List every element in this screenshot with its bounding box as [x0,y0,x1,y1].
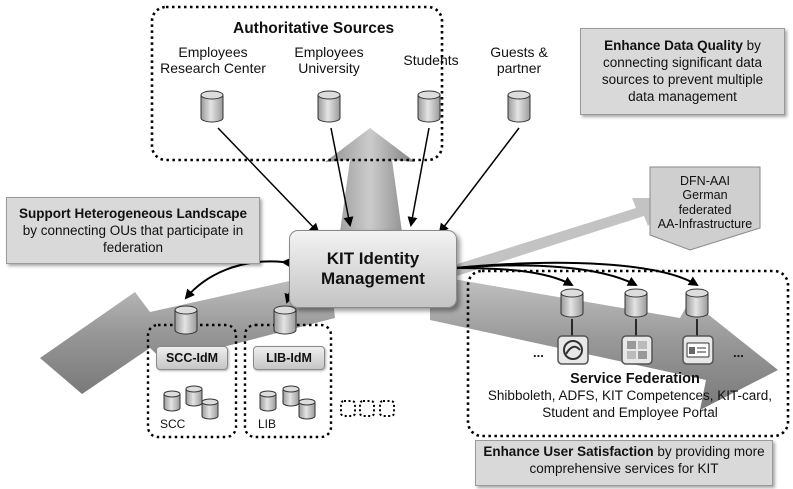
source-db-icon-2 [317,90,341,123]
lib-small-db-3 [298,398,316,420]
source-db-icon-4 [507,90,531,123]
dfn-flow-arrow [432,198,672,282]
kit-card-icon [682,335,714,365]
scc-small-db-2 [185,385,203,407]
source-arrow-3 [407,127,430,227]
service-db-icon-3 [685,288,709,318]
up-flow-arrow [325,128,415,232]
service-federation-title: Service Federation [570,371,700,387]
scc-link-arrow [184,257,292,300]
kit-identity-management-node: KIT Identity Management [289,230,457,308]
source-db-icon-1 [200,90,224,123]
service-db-icon-2 [624,288,648,318]
lib-box [243,323,333,439]
service-federation-desc: Shibboleth, ADFS, KIT Competences, KIT-c… [487,388,773,420]
service-arrow-1 [454,267,574,286]
portal-icon [621,335,653,365]
service-arrow-3 [454,261,699,287]
ellipsis-left: ... [533,345,544,360]
mini-box-1 [340,400,356,417]
mini-box-2 [359,400,375,417]
mini-box-3 [379,400,395,417]
sources-title: Authoritative Sources [233,20,395,37]
dfn-label: DFN-AAI German federated AA-Infrastructu… [657,174,753,232]
dfn-box-shape [649,166,761,251]
lib-db-icon [273,305,297,335]
shibboleth-icon [557,335,589,365]
note-data-quality: Enhance Data Quality by connecting signi… [580,28,785,115]
source-arrow-1 [217,127,320,234]
source-label-research-center: Employees Research Center [160,44,266,77]
lib-label: LIB [258,417,277,431]
scc-db-icon [174,305,198,335]
note-user-satisfaction: Enhance User Satisfaction by providing m… [475,440,773,486]
scc-idm-box: SCC-IdM [156,346,228,370]
scc-small-db-3 [201,398,219,420]
lib-small-db-1 [259,390,277,412]
source-label-university: Employees University [294,44,364,77]
note-heterogeneous: Support Heterogeneous Landscape by conne… [6,197,260,264]
lib-idm-box: LIB-IdM [253,346,325,370]
service-db-icon-1 [560,288,584,318]
scc-small-db-1 [163,390,181,412]
source-arrow-4 [438,127,520,234]
scc-label: SCC [160,417,186,431]
source-label-students: Students [403,52,459,68]
source-label-guests: Guests & partner [490,44,548,77]
federation-box [466,269,790,438]
source-db-icon-3 [417,90,441,123]
ellipsis-right: ... [733,345,744,360]
lib-small-db-2 [282,385,300,407]
source-arrow-2 [330,127,354,227]
